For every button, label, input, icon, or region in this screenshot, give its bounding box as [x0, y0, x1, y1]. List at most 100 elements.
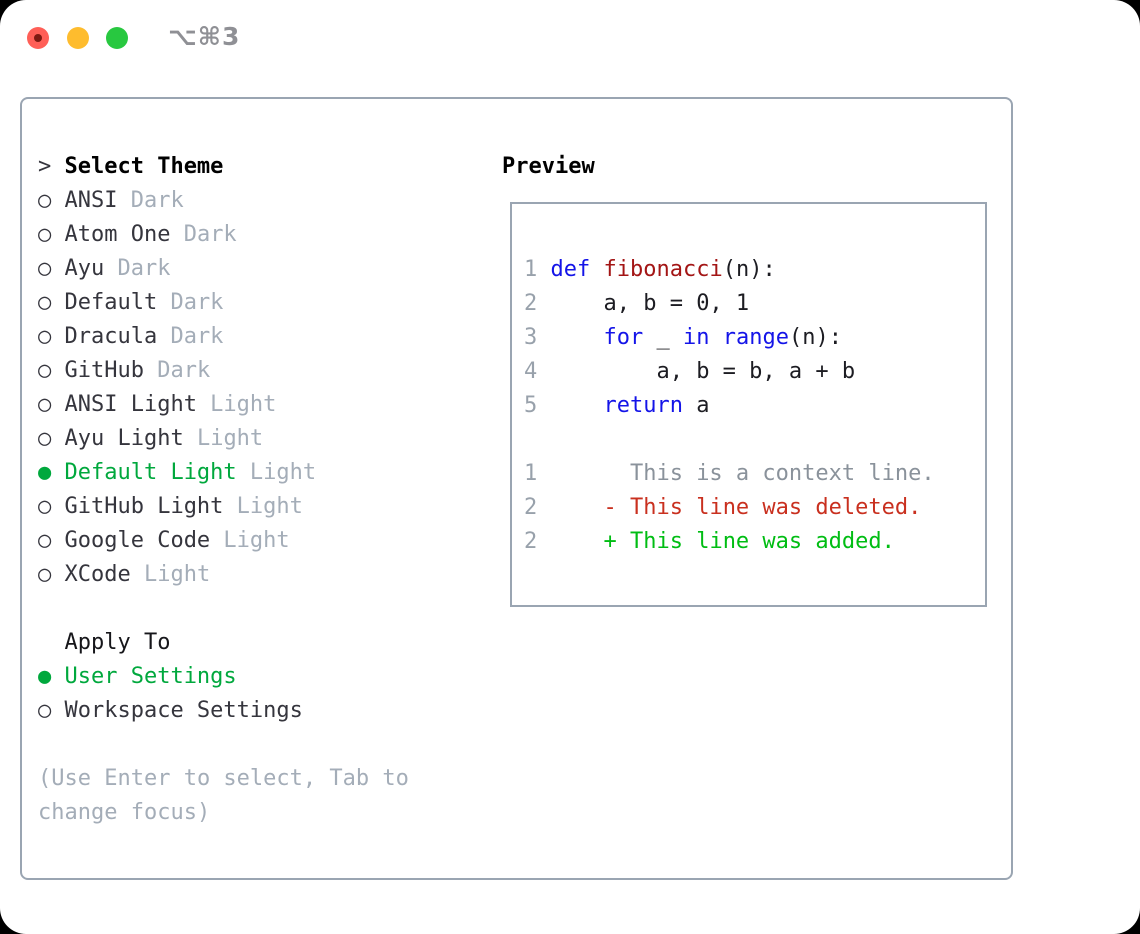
code-token: (n): [722, 257, 776, 282]
minimize-button[interactable] [67, 27, 89, 49]
preview-line-added: 2 + This line was added. [524, 525, 985, 559]
line-number: 4 [524, 359, 538, 384]
theme-option-xcode[interactable]: ○XCode Light [38, 558, 409, 592]
preview-line-code: 2 a, b = 0, 1 [524, 287, 985, 321]
window-title: ⌥⌘3 [168, 22, 241, 51]
theme-variant: Light [196, 392, 277, 417]
theme-picker-panel: >Select Theme ○ANSI Dark○Atom One Dark○A… [20, 97, 1013, 880]
theme-variant: Light [130, 562, 211, 587]
line-number: 1 [524, 257, 538, 282]
theme-variant: Light [210, 528, 290, 553]
theme-option-default[interactable]: ○ Default Dark [38, 286, 409, 320]
preview-line-code: 1 def fibonacci(n): [524, 253, 985, 287]
close-button[interactable] [27, 27, 49, 49]
hint-line: (Use Enter to select, Tab to [38, 766, 409, 791]
theme-variant: Dark [170, 222, 237, 247]
theme-option-ayu[interactable]: ○Ayu Dark [38, 252, 409, 286]
code-token: - This line was deleted. [603, 495, 922, 520]
theme-option-google-code[interactable]: ○ Google Code Light [38, 524, 409, 558]
theme-option-default-light[interactable]: ●Default Light Light [38, 456, 409, 490]
preview-line-deleted: 2 - This line was deleted. [524, 491, 985, 525]
theme-option-github-light[interactable]: ○GitHub Light Light [38, 490, 409, 524]
spacer [38, 728, 409, 762]
line-number: 2 [524, 495, 538, 520]
line-number: 5 [524, 393, 538, 418]
hint-line: change focus) [38, 800, 211, 825]
theme-name: GitHub [64, 358, 144, 383]
titlebar: ⌥⌘3 [0, 0, 1140, 76]
close-dot-icon [34, 34, 42, 42]
theme-variant: Dark [157, 290, 224, 315]
code-token: for [603, 325, 644, 350]
apply-to-list: ●User Settings ○ Workspace Settings [38, 660, 409, 728]
line-number: 1 [524, 461, 538, 486]
preview-line-code: 5 return a [524, 389, 985, 423]
code-token [537, 495, 603, 520]
theme-list-section: >Select Theme ○ANSI Dark○Atom One Dark○A… [38, 150, 409, 830]
theme-variant: Dark [143, 358, 211, 383]
theme-name: Google Code [64, 528, 211, 553]
radio-icon: ○ [38, 528, 52, 553]
zoom-button[interactable] [106, 27, 128, 49]
code-token [709, 325, 722, 350]
code-token [537, 325, 603, 350]
apply-option-user-settings[interactable]: ●User Settings [38, 660, 409, 694]
radio-icon: ○ [38, 426, 52, 451]
code-token: a, b = 0, 1 [537, 291, 750, 316]
radio-icon: ○ [38, 562, 52, 587]
preview-line-code: 3 for _ in range(n): [524, 321, 985, 355]
preview-title: Preview [502, 154, 595, 179]
apply-to-header: Apply To [38, 626, 409, 660]
code-token: return [603, 393, 683, 418]
theme-variant: Dark [104, 256, 171, 281]
line-number: 2 [524, 529, 538, 554]
code-token: def [550, 257, 591, 282]
keyboard-hint: (Use Enter to select, Tab to change focus… [38, 762, 409, 830]
spacer [38, 592, 409, 626]
apply-option-label: Workspace Settings [64, 698, 303, 723]
code-token: _ [643, 325, 683, 350]
theme-name: GitHub Light [64, 494, 224, 519]
preview-line-blank [524, 423, 985, 457]
radio-icon: ○ [38, 698, 52, 723]
code-token: in [682, 325, 710, 350]
code-token [537, 529, 603, 554]
theme-option-github[interactable]: ○ GitHub Dark [38, 354, 409, 388]
code-token: a [682, 393, 710, 418]
theme-variant: Light [183, 426, 264, 451]
theme-option-ayu-light[interactable]: ○Ayu Light Light [38, 422, 409, 456]
code-token: (n): [788, 325, 842, 350]
radio-icon: ○ [38, 358, 52, 383]
theme-name: ANSI Light [64, 392, 197, 417]
preview-line-context: 1 This is a context line. [524, 457, 985, 491]
code-token: range [722, 325, 789, 350]
theme-name: Default [64, 290, 158, 315]
code-token: This is a context line. [537, 461, 935, 486]
theme-name: ANSI [64, 188, 118, 213]
code-token: + This line was added. [603, 529, 895, 554]
radio-selected-icon: ● [38, 460, 52, 485]
select-theme-header: >Select Theme [38, 150, 409, 184]
theme-variant: Light [236, 460, 317, 485]
code-token [537, 393, 603, 418]
theme-option-ansi-light[interactable]: ○ANSI Light Light [38, 388, 409, 422]
radio-icon: ○ [38, 290, 52, 315]
theme-variant: Dark [117, 188, 184, 213]
line-number: 2 [524, 291, 538, 316]
theme-list: ○ANSI Dark○Atom One Dark○Ayu Dark○Defaul… [38, 184, 409, 592]
theme-option-dracula[interactable]: ○Dracula Dark [38, 320, 409, 354]
theme-option-ansi[interactable]: ○ ANSI Dark [38, 184, 409, 218]
apply-option-workspace-settings[interactable]: ○ Workspace Settings [38, 694, 409, 728]
theme-variant: Dark [157, 324, 224, 349]
theme-option-atom-one[interactable]: ○Atom One Dark [38, 218, 409, 252]
code-token: fibonacci [603, 257, 723, 282]
select-theme-title: Select Theme [64, 154, 224, 179]
apply-to-title: Apply To [64, 630, 171, 655]
preview-line-code: 4 a, b = b, a + b [524, 355, 985, 389]
radio-icon: ○ [38, 324, 52, 349]
radio-icon: ○ [38, 188, 52, 213]
code-token [590, 257, 603, 282]
